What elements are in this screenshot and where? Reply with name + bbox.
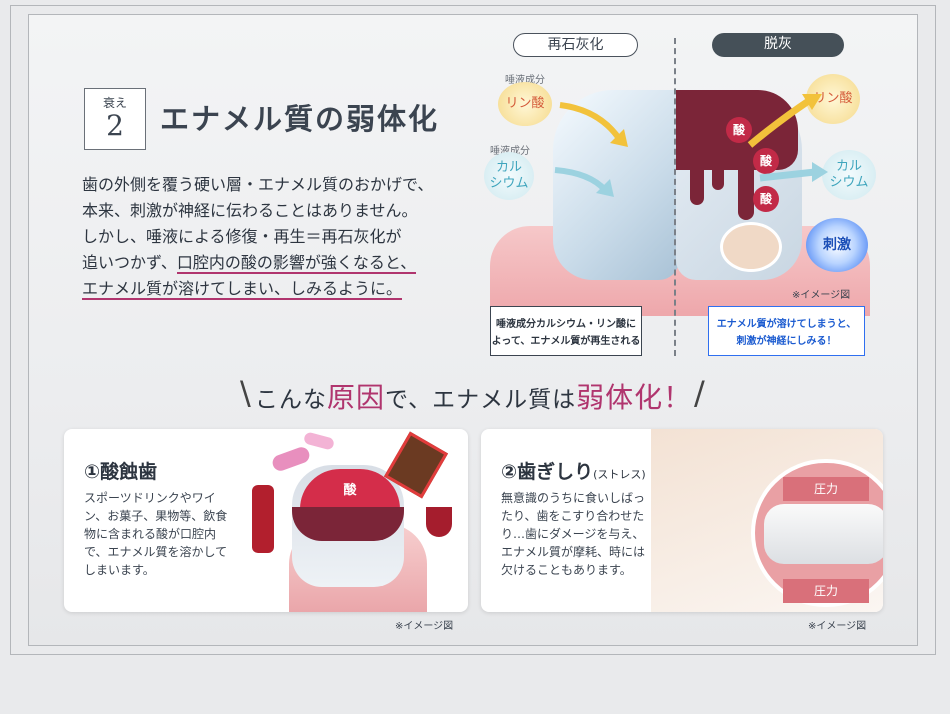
arrows-left [554,102,628,197]
card-text: スポーツドリンクやワイ ン、お菓子、果物等、飲食 物に含まれる酸が口腔内 で、エ… [84,489,274,579]
calcium-label-1: カル [495,160,522,175]
card-text-line: で、エナメル質を溶かして [84,545,228,559]
phosphate-circle: リン酸 [498,82,552,126]
caption-line: 唾液成分カルシウム・リン酸に [496,319,636,330]
decay-drip [712,165,724,190]
remineralization-caption: 唾液成分カルシウム・リン酸に よって、エナメル質が再生される [490,306,642,356]
image-note: ※イメージ図 [395,621,454,632]
acid-marker: 酸 [753,148,779,174]
candy-icon [270,444,312,474]
card-text-line: エナメル質が摩耗、時には [501,545,646,559]
card-text-line: 無意識のうちに食いしばっ [501,491,646,505]
acid-marker: 酸 [753,186,779,212]
arrows-right [747,94,828,182]
card-title: ①酸蝕歯 [84,461,158,483]
phosphate-label: リン酸 [813,91,853,106]
card-text-line: しまいます。 [84,563,155,577]
card-text-line: 物に含まれる酸が口腔内 [84,527,217,541]
arrow-phosphate [747,97,812,148]
card-text-line: たり、歯をこすり合わせた [501,509,645,523]
card-text: 無意識のうちに食いしばっ たり、歯をこすり合わせた り…歯にダメージを与え、 エ… [501,489,691,579]
demineralization-label: 脱灰 [712,33,844,57]
causes-headline: こんな原因で、エナメル質は弱体化！ [255,376,692,416]
card-text-line: 欠けることもあります。 [501,563,632,577]
headline-slash-left: \ [240,374,251,412]
badge-label: 衰え [102,96,127,110]
bruxism-card: ②歯ぎしり(ストレス) 無意識のうちに食いしばっ たり、歯をこすり合わせた り…… [481,429,883,612]
card-text-line: ン、お菓子、果物等、飲食 [84,509,228,523]
headline-text: こんな [255,387,327,413]
section-badge: 衰え 2 [84,88,146,150]
candy-icon [302,431,336,451]
card-subtitle: (ストレス) [593,468,646,481]
badge-number: 2 [106,109,124,142]
intro-line: 歯の外側を覆う硬い層・エナメル質のおかげで、 [82,175,434,194]
calcium-circle: カルシウム [484,152,534,200]
decay-illustration [292,507,404,541]
headline-accent: 弱体化 [576,381,664,414]
intro-underline: 口腔内の酸の影響が強くなると、 [176,253,417,274]
calcium-label-1: カル [835,159,862,174]
stimulus-circle: 刺激 [806,218,868,272]
wine-glass-icon [426,507,452,537]
outer-frame [10,5,936,655]
acid-erosion-card: ①酸蝕歯 スポーツドリンクやワイ ン、お菓子、果物等、飲食 物に含まれる酸が口腔… [64,429,468,612]
demineralization-caption: エナメル質が溶けてしまうと、 刺激が神経にしみる！ [708,306,865,356]
decay-drip [738,165,754,220]
image-note: ※イメージ図 [792,290,851,301]
caption-line: エナメル質が溶けてしまうと、 [716,319,857,330]
arrowhead [610,129,628,147]
image-note: ※イメージ図 [808,621,867,632]
headline-slash-right: / [694,374,705,412]
intro-line: 追いつかず、口腔内の酸の影響が強くなると、 [82,250,472,276]
intro-line: 本来、刺激が神経に伝わることはありません。 [82,201,418,220]
arrowhead [596,179,614,197]
intro-underline: エナメル質が溶けてしまい、しみるように。 [82,279,403,300]
intro-line: しかし、唾液による修復・再生＝再石灰化が [82,227,402,246]
calcium-circle: カルシウム [822,150,876,200]
saliva-label: 唾液成分 [505,75,545,86]
acid-marker: 酸 [726,117,752,143]
caption-line: 刺激が神経にしみる！ [736,336,837,347]
pressure-label-top: 圧力 [783,477,869,501]
stimulus-label: 刺激 [823,237,851,253]
phosphate-label: リン酸 [505,96,545,111]
saliva-label: 唾液成分 [490,142,530,157]
remineralization-label: 再石灰化 [513,33,638,57]
divider-line [674,38,676,356]
nerve-closeup [720,222,782,272]
healthy-tooth-illustration [553,90,679,280]
pressure-label-bottom: 圧力 [783,579,869,603]
card-title-text: ②歯ぎしり [501,461,594,483]
caption-line: よって、エナメル質が再生される [491,336,641,347]
arrowhead [812,162,828,182]
card-title: ②歯ぎしり(ストレス) [501,457,646,484]
intro-line: エナメル質が溶けてしまい、しみるように。 [82,276,472,302]
page-title: エナメル質の弱体化 [160,102,440,136]
intro-text-plain: 追いつかず、 [82,253,177,272]
headline-accent: 原因 [327,381,386,414]
arrow-calcium [759,168,816,182]
decay-drip [690,165,704,205]
calcium-label-2: シウム [489,176,529,191]
calcium-label-2: シウム [829,175,869,190]
teeth-illustration [764,504,883,564]
arrowhead [802,94,822,110]
intro-text: 歯の外側を覆う硬い層・エナメル質のおかげで、 本来、刺激が神経に伝わることはあり… [82,172,472,302]
arrow-phosphate [559,102,623,142]
card-text-line: スポーツドリンクやワイ [84,491,216,505]
headline-text: で、エナメル質は [385,387,577,413]
card-text-line: り…歯にダメージを与え、 [501,527,645,541]
headline-accent: ！ [663,381,693,414]
arrow-calcium [554,167,608,193]
cola-bottle-icon [252,485,274,553]
